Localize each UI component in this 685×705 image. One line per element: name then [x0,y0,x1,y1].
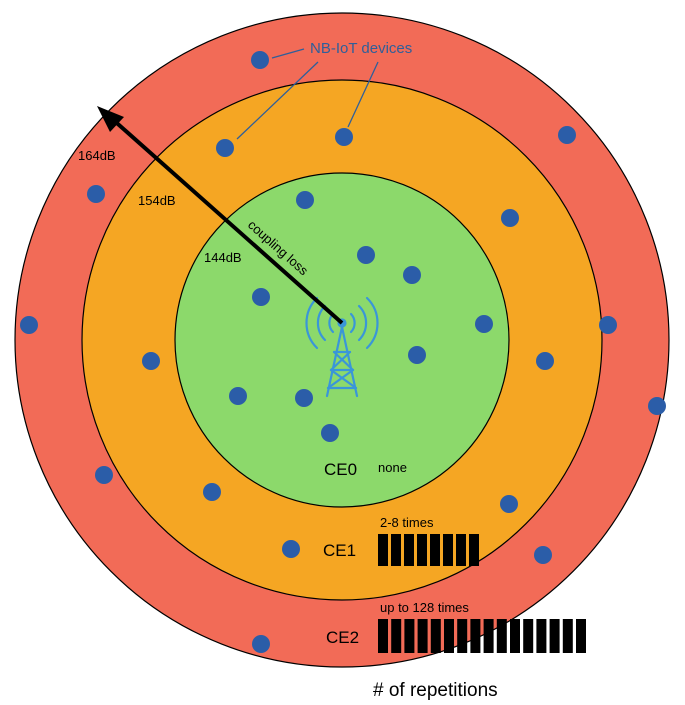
repetition-bars-ce2 [378,619,586,653]
device-dot [20,316,38,334]
device-dot [252,635,270,653]
device-dot [87,185,105,203]
coupling-loss-arrow [97,106,344,325]
device-dot [403,266,421,284]
device-dot [252,288,270,306]
repetition-bar [510,619,520,653]
repetition-bar [549,619,560,653]
device-callout-lines [236,48,379,140]
device-dot [95,466,113,484]
repetitions-ce1: 2-8 times [380,515,434,530]
repetitions-ce0: none [378,460,407,475]
repetition-bars-ce1 [378,534,479,566]
repetition-bar [444,619,454,653]
repetition-bar [457,619,468,653]
device-dot [203,483,221,501]
repetition-bar [378,619,388,653]
repetition-bar [456,534,466,566]
device-dot [534,546,552,564]
loss-label-ce1: 154dB [138,193,176,208]
device-dot [357,246,375,264]
device-dot [501,209,519,227]
repetition-bar [562,619,573,653]
device-dot [251,51,269,69]
repetition-bar [576,619,586,653]
device-dot [408,346,426,364]
device-dot [558,126,576,144]
loss-label-ce0: 144dB [204,250,242,265]
device-dot [296,191,314,209]
repetition-bar [496,619,507,653]
zone-label-ce2: CE2 [326,628,359,647]
repetition-bar [523,619,534,653]
cell-tower-icon [305,296,379,398]
device-dot [536,352,554,370]
repetition-bar [378,534,388,566]
repetition-bar [469,534,479,566]
repetitions-ce2: up to 128 times [380,600,469,615]
device-dot [216,139,234,157]
repetition-bar [483,619,494,653]
device-dot [321,424,339,442]
device-dot [335,128,353,146]
repetition-bar [536,619,547,653]
ce0-ring [174,172,510,508]
device-dot [282,540,300,558]
repetition-bar [404,534,414,566]
device-dot [599,316,617,334]
device-dot [229,387,247,405]
repetitions-footer-label: # of repetitions [373,680,498,701]
repetition-bar [417,619,428,653]
device-dot [142,352,160,370]
repetition-bar [391,534,401,566]
repetition-bar [417,534,427,566]
zone-label-ce0: CE0 [324,460,357,479]
device-dot [648,397,666,415]
device-callout-label: NB-IoT devices [310,40,412,57]
device-dot [295,389,313,407]
repetition-bar [430,619,441,653]
repetition-bar [443,534,453,566]
device-dot [500,495,518,513]
repetition-bar [404,619,415,653]
loss-label-ce2: 164dB [78,148,116,163]
device-dot [475,315,493,333]
repetition-bar [430,534,440,566]
zone-label-ce1: CE1 [323,541,356,560]
device-dots [20,51,666,653]
repetition-bar [470,619,481,653]
repetition-bar [391,619,402,653]
